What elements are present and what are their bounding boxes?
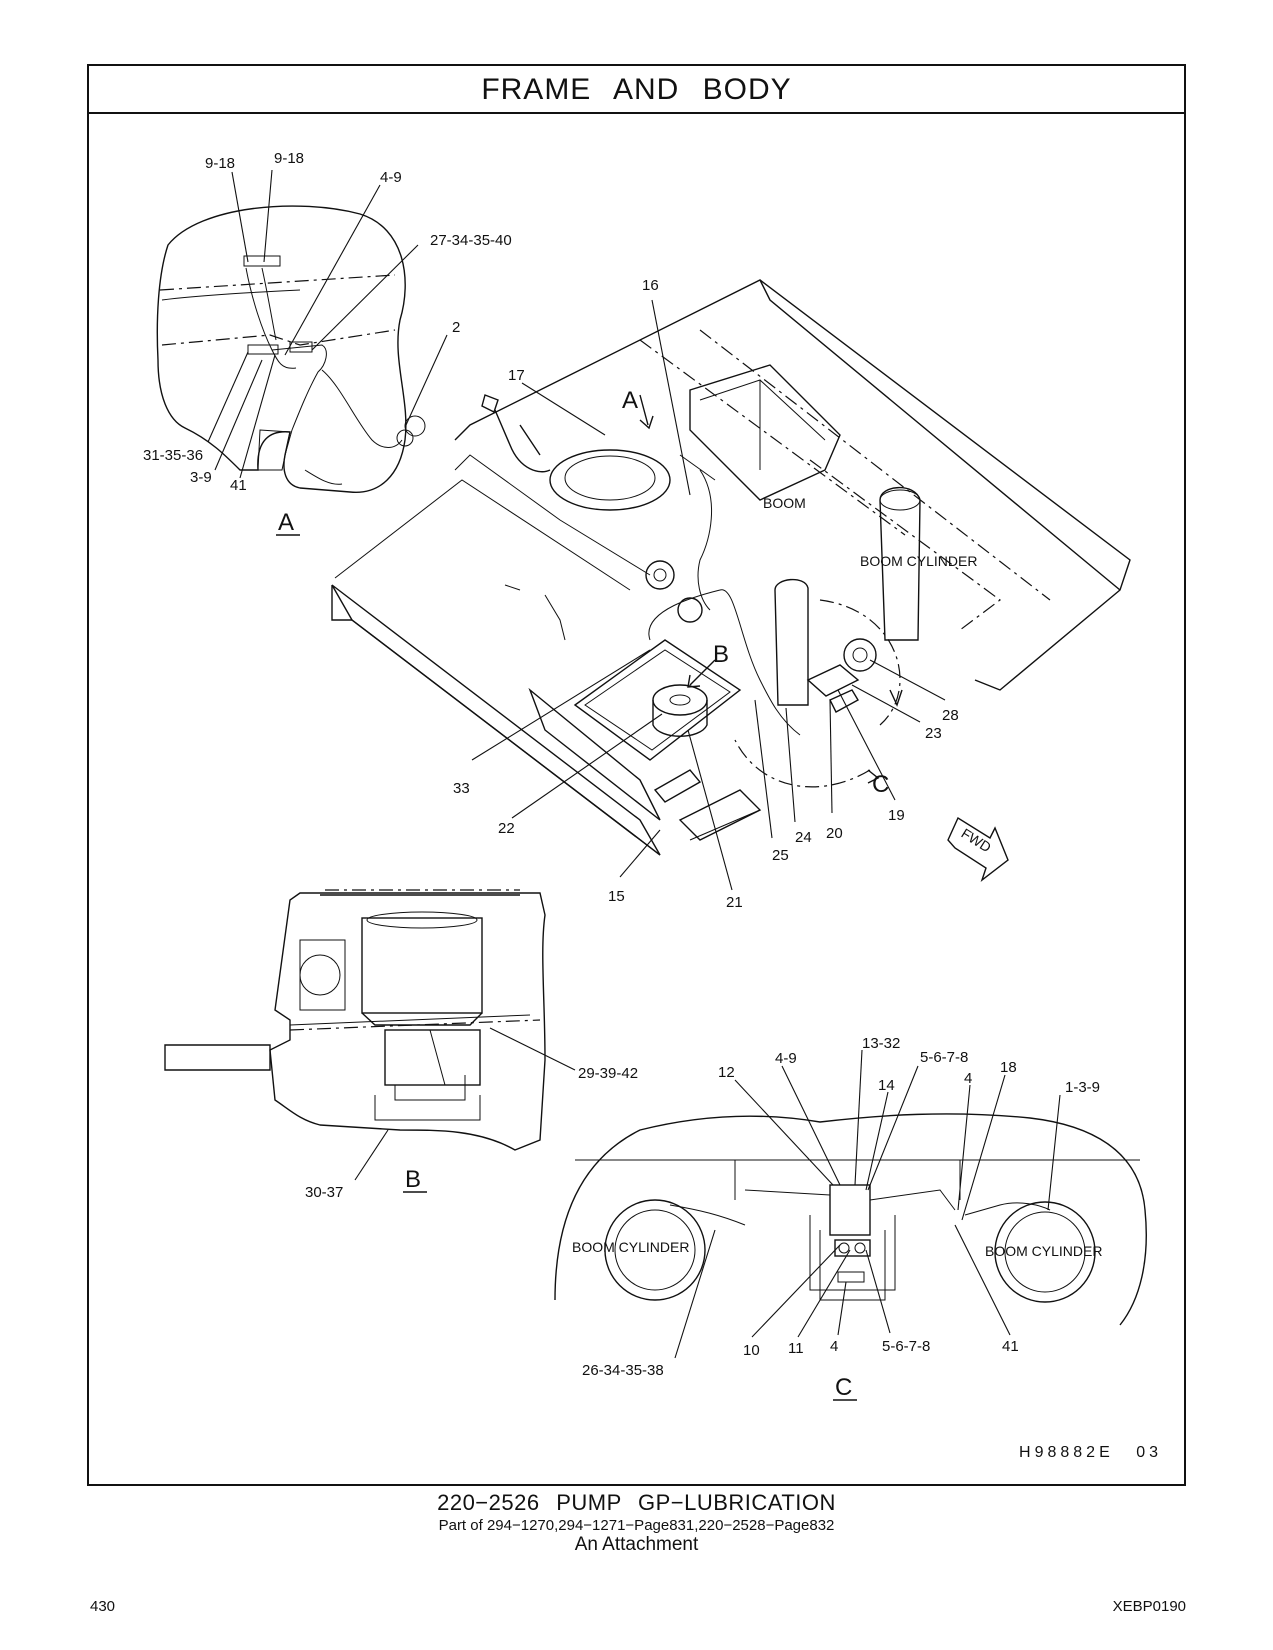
document-id: XEBP0190 [1112, 1598, 1186, 1615]
callout-29-39-42: 29-39-42 [578, 1065, 638, 1082]
drawing-number: H98882E 03 [1019, 1444, 1162, 1461]
callout-2: 2 [452, 319, 460, 336]
callout-4-9-view-c: 4-9 [775, 1050, 797, 1067]
attachment-note: An Attachment [574, 1534, 699, 1555]
callout-23: 23 [925, 725, 942, 742]
main-frame-view: 16 17 33 22 15 21 25 24 20 19 23 28 A B … [331, 277, 1131, 911]
boom-label: BOOM [763, 495, 806, 511]
callout-5-6-7-8-top: 5-6-7-8 [920, 1049, 968, 1066]
forward-arrow-icon: FWD [947, 816, 1009, 882]
callout-4-top: 4 [964, 1070, 972, 1087]
page-number: 430 [90, 1598, 116, 1615]
view-a-label: A [278, 509, 294, 536]
callout-13-32: 13-32 [862, 1035, 900, 1052]
callout-17: 17 [508, 367, 525, 384]
callout-21: 21 [726, 894, 743, 911]
callout-1-3-9: 1-3-9 [1065, 1079, 1100, 1096]
view-a-marker: A [622, 387, 638, 414]
callout-16: 16 [642, 277, 659, 294]
callout-14: 14 [878, 1077, 895, 1094]
view-b-detail: 29-39-42 30-37 B [164, 889, 638, 1201]
drawing-frame: FRAME AND BODY H98882E 03 [87, 64, 1186, 1486]
view-a-detail: 9-18 9-18 4-9 27-34-35-40 2 31-35-36 3-9… [143, 150, 512, 536]
callout-25: 25 [772, 847, 789, 864]
callout-22: 22 [498, 820, 515, 837]
boom-cylinder-right-label: BOOM CYLINDER [985, 1243, 1102, 1259]
callout-12: 12 [718, 1064, 735, 1081]
callout-4-9: 4-9 [380, 169, 402, 186]
boom-cylinder-label: BOOM CYLINDER [860, 553, 977, 569]
boom-cylinder-left-label: BOOM CYLINDER [572, 1239, 689, 1255]
callout-20: 20 [826, 825, 843, 842]
part-of-reference: Part of 294−1270,294−1271−Page831,220−25… [438, 1517, 835, 1534]
callout-10: 10 [743, 1342, 760, 1359]
callout-11: 11 [788, 1340, 804, 1357]
callout-19: 19 [888, 807, 905, 824]
callout-9-18-left: 9-18 [205, 155, 235, 172]
view-b-marker: B [713, 641, 729, 668]
view-c-label: C [835, 1374, 852, 1401]
callout-24: 24 [795, 829, 812, 846]
callout-15: 15 [608, 888, 625, 905]
callout-3-9: 3-9 [190, 469, 212, 486]
view-c-marker: C [872, 771, 889, 798]
part-title: 220−2526 PUMP GP−LUBRICATION [437, 1490, 836, 1515]
view-c-detail: 13-32 4-9 5-6-7-8 12 14 4 18 1-3-9 10 11… [554, 1035, 1147, 1401]
callout-41-view-c: 41 [1002, 1338, 1019, 1355]
callout-28: 28 [942, 707, 959, 724]
callout-9-18-right: 9-18 [274, 150, 304, 167]
callout-18: 18 [1000, 1059, 1017, 1076]
view-b-label: B [405, 1166, 421, 1193]
callout-4-bottom: 4 [830, 1338, 838, 1355]
callout-30-37: 30-37 [305, 1184, 343, 1201]
callout-31-35-36: 31-35-36 [143, 447, 203, 464]
callout-26-34-35-38: 26-34-35-38 [582, 1362, 664, 1379]
callout-5-6-7-8-bottom: 5-6-7-8 [882, 1338, 930, 1355]
callout-33: 33 [453, 780, 470, 797]
callout-27-34-35-40: 27-34-35-40 [430, 232, 512, 249]
callout-41-view-a: 41 [230, 477, 247, 494]
page-title: FRAME AND BODY [89, 66, 1184, 114]
